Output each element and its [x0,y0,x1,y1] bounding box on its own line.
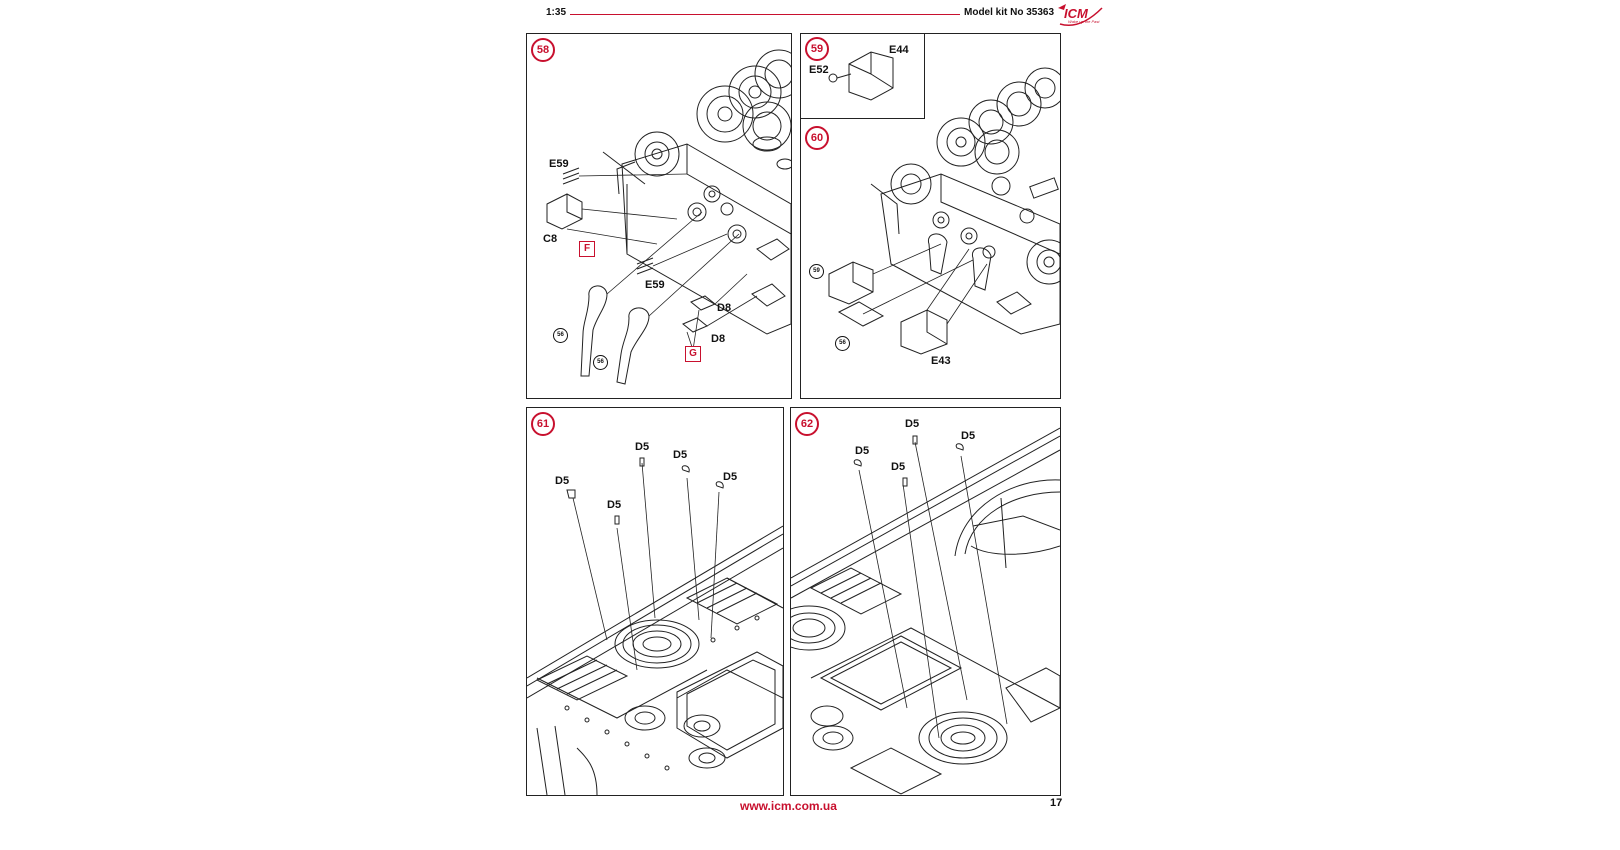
hull-deck [527,525,783,719]
label-d8-a: D8 [717,302,732,314]
step-58-panel: 58 E59 C8 F E59 D8 D8 G 56 56 [526,33,792,399]
step-62-number: 62 [795,412,819,436]
label-d5-a: D5 [555,475,570,487]
fan-housing [614,619,700,669]
step-59-number: 59 [805,37,829,61]
engine-hatch [676,651,783,759]
hull-body [870,173,1060,335]
label-d5-d: D5 [673,449,688,461]
step-58-number: 58 [531,38,555,62]
ref-56-b: 56 [593,355,608,370]
label-e59-top: E59 [549,158,569,170]
label-d5-c: D5 [905,418,920,430]
step-60-panel: 60 59 56 E43 59 E44 E52 [800,33,1061,399]
step-61-panel: 61 D5 D5 D5 D5 D5 [526,407,784,796]
icm-logo: ICM Wake up the Past [1056,4,1104,28]
hull-deck [791,427,1060,709]
label-d5-d: D5 [961,430,976,442]
box-f: F [579,241,595,257]
step-60-number: 60 [805,126,829,150]
page-number: 17 [1050,797,1063,809]
engine-hatch [819,635,963,711]
scale-label: 1:35 [546,7,567,18]
turret-ring [954,479,1060,569]
tow-hooks-installed [927,233,992,291]
label-d5-e: D5 [723,471,738,483]
ref-56: 56 [835,336,850,351]
leader-lines [858,441,1008,739]
step-59-inset: 59 E44 E52 [801,34,925,119]
logo-swoosh-icon [1058,4,1103,26]
hull-body [602,136,791,335]
label-e43: E43 [931,355,951,367]
ref-56-a: 56 [553,328,568,343]
label-e59-bottom: E59 [645,279,665,291]
label-d5-b: D5 [891,461,906,473]
fan-housing-left [791,605,846,651]
label-d5-b: D5 [607,499,622,511]
bolts [564,615,760,771]
step-61-drawing [527,457,783,795]
label-d5-c: D5 [635,441,650,453]
page-header: 1:35 Model kit No 35363 ICM Wake up the … [546,4,1104,26]
label-d5-a: D5 [855,445,870,457]
box-g: G [685,346,701,362]
step-60-drawing [828,67,1060,355]
vent-grille-upper [809,567,903,615]
label-e52: E52 [809,64,829,76]
filler-caps [810,705,854,751]
label-e44: E44 [889,44,909,56]
step-62-panel: 62 D5 D5 D5 D5 [790,407,1061,796]
logo-text: ICM [1064,6,1088,21]
step-61-number: 61 [531,412,555,436]
leader-lines [572,462,720,671]
vent-grille-lower [849,667,1060,795]
leader-lines [566,173,758,351]
kit-number: Model kit No 35363 [964,7,1055,18]
step-62-drawing [791,427,1060,795]
parts-e59 [562,167,654,275]
step-59-drawing [828,51,894,101]
fan-housing-right [918,711,1008,765]
logo-subtitle: Wake up the Past [1068,19,1100,24]
ref-59: 59 [809,264,824,279]
d5-parts [566,457,724,525]
exhaust-pipes [536,725,598,795]
label-d8-b: D8 [711,333,726,345]
leader-lines [862,243,988,325]
towing-hooks [580,285,650,385]
d5-parts [853,435,964,487]
header-rule [570,14,960,15]
vent-grille-right [685,577,779,625]
label-c8: C8 [543,233,558,245]
vent-grille-left [535,655,629,701]
step-58-drawing [546,49,791,385]
parts-c8 [546,193,583,230]
footer-url[interactable]: www.icm.com.ua [740,799,837,813]
road-wheels [634,49,791,177]
road-wheels [890,67,1060,285]
filler-caps [624,705,726,769]
